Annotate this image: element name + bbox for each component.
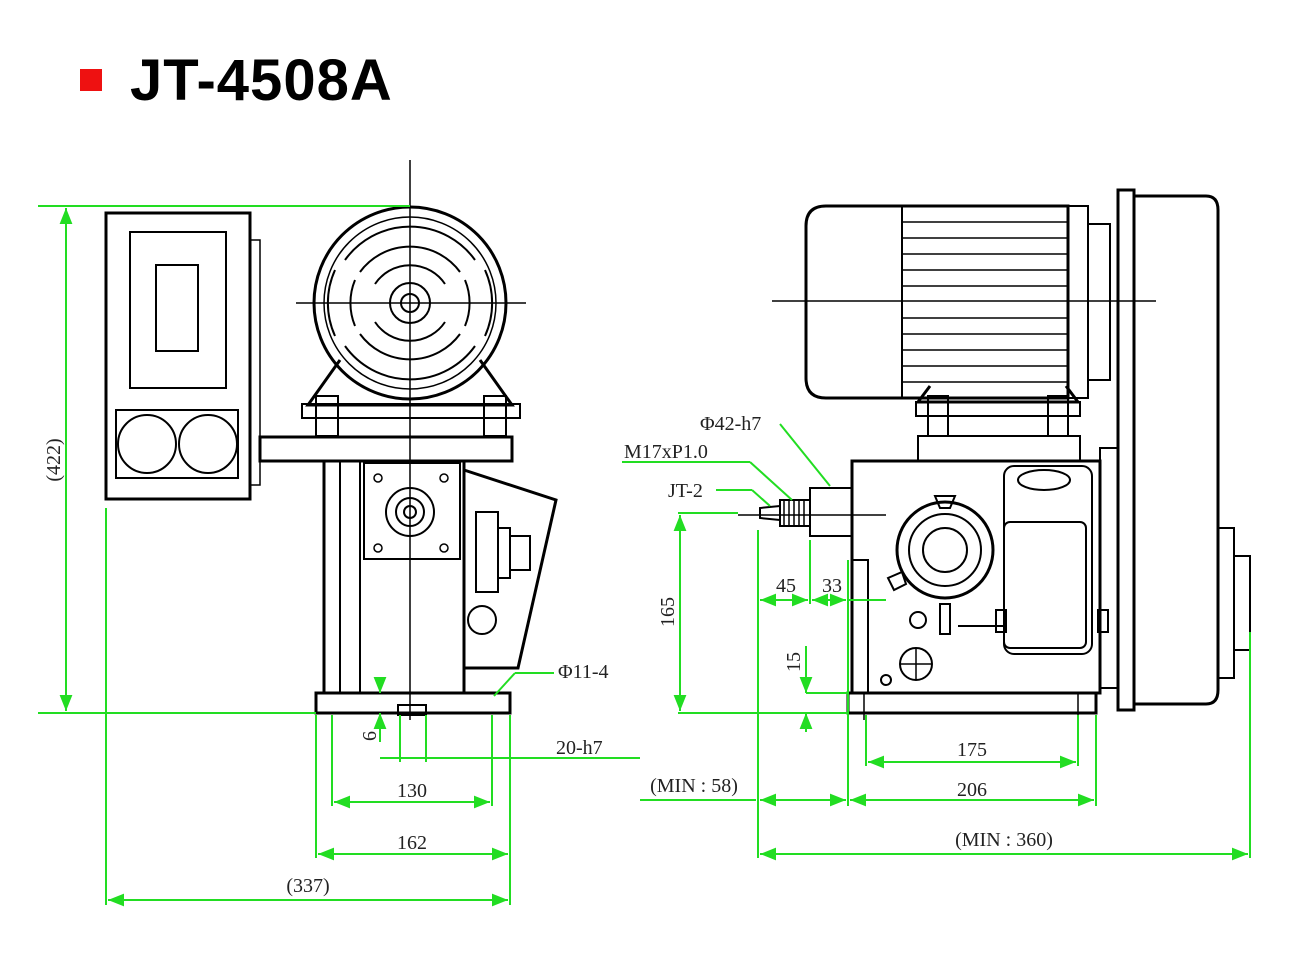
front-height-label: (422) (43, 438, 65, 481)
side-base (846, 691, 1098, 715)
side-base-length-label: 206 (957, 779, 987, 801)
front-base-offset-label: 6 (359, 731, 381, 741)
offset-45-label: 45 (776, 575, 796, 597)
shaft-diameter-label: Φ42-h7 (700, 413, 761, 435)
output-shaft (759, 487, 853, 537)
base-thickness-label: 15 (783, 652, 805, 672)
front-view (38, 160, 640, 907)
gearbox-side (850, 435, 1109, 695)
shaft-key (397, 704, 427, 716)
title-marker-icon (80, 69, 102, 91)
min-front-label: (MIN : 58) (650, 775, 738, 797)
side-hole-spacing-label: 175 (957, 739, 987, 761)
front-dimensions (38, 205, 640, 907)
min-overall-label: (MIN : 360) (955, 829, 1053, 851)
title-bar: JT-4508A (80, 48, 393, 113)
tool-label: JT-2 (668, 480, 703, 502)
side-view (622, 188, 1251, 861)
motor-side-view (804, 204, 1111, 437)
control-box (104, 211, 261, 501)
page-title: JT-4508A (130, 47, 393, 113)
front-shaft-label: 20-h7 (556, 737, 603, 759)
front-hole-label: Φ11-4 (558, 661, 609, 683)
front-overall-width-label: (337) (286, 875, 329, 897)
labels: (422) 6 20-h7 Φ11-4 130 162 (337) Φ42-h7… (43, 413, 1053, 897)
front-base (314, 691, 512, 715)
center-height-label: 165 (657, 597, 679, 627)
mounting-arm (258, 435, 514, 463)
side-dimensions (622, 423, 1251, 861)
offset-33-label: 33 (822, 575, 842, 597)
drive-housing (1099, 188, 1251, 712)
gearbox-front (322, 459, 558, 695)
thread-label: M17xP1.0 (624, 441, 708, 463)
motor-end-view (301, 205, 521, 437)
front-base-width-label: 162 (397, 832, 427, 854)
front-hole-spacing-label: 130 (397, 780, 427, 802)
